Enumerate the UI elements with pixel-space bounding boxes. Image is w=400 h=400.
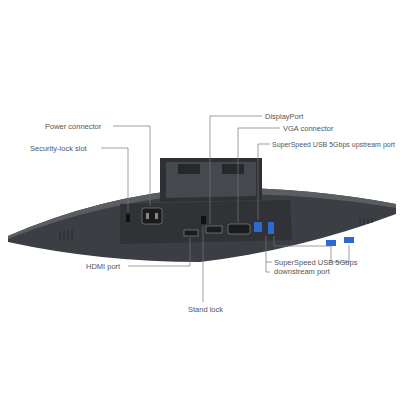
part-label: SuperSpeed USB 5Gbps upstream port bbox=[272, 140, 395, 149]
part-label: DisplayPort bbox=[265, 112, 303, 121]
part-label: VGA connector bbox=[283, 124, 333, 133]
part-label: Power connector bbox=[45, 122, 101, 131]
part-label: SuperSpeed USB 5Gbps downstream port bbox=[274, 258, 364, 276]
part-label: Security-lock slot bbox=[30, 144, 87, 153]
part-label: HDMI port bbox=[86, 262, 120, 271]
part-label: Stand lock bbox=[188, 305, 223, 314]
